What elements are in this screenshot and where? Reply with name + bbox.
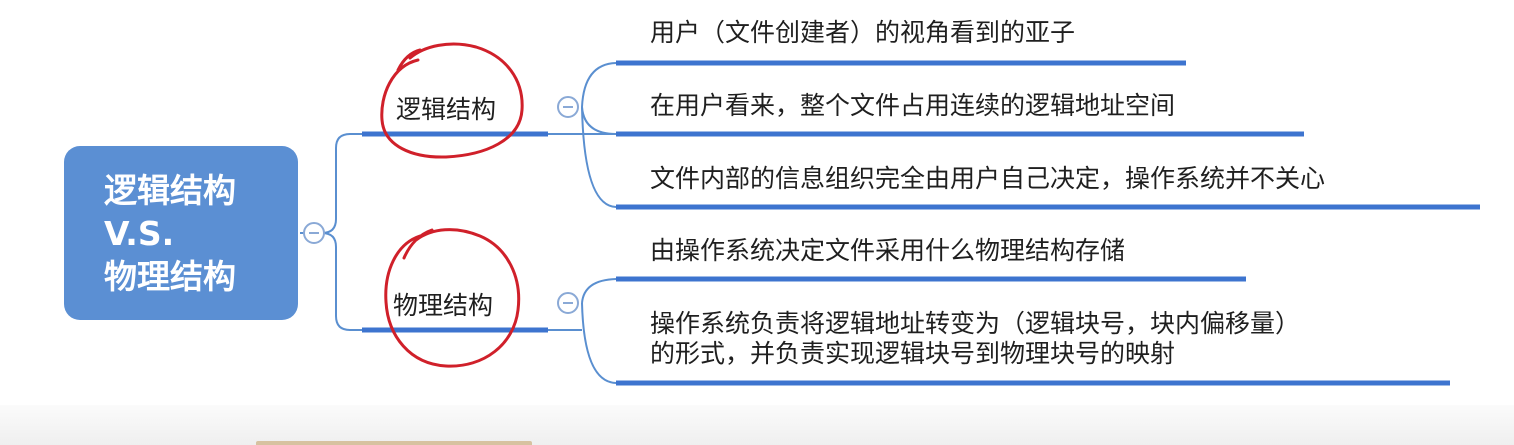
annotation-circle-physical [384,228,521,368]
leaf-3-text[interactable]: 文件内部的信息组织完全由用户自己决定，操作系统并不关心 [650,164,1326,193]
leaf-1-text[interactable]: 用户（文件创建者）的视角看到的亚子 [650,18,1076,47]
root-node[interactable]: 逻辑结构 V.S. 物理结构 [64,146,298,320]
root-title-line-3: 物理结构 [104,256,236,296]
leaf-2-text[interactable]: 在用户看来，整个文件占用连续的逻辑地址空间 [650,91,1176,120]
connector-branch-1-leaf-3 [581,106,617,208]
leaf-5-text-line-1[interactable]: 操作系统负责将逻辑地址转变为（逻辑块号，块内偏移量） [650,309,1301,338]
branch-1-collapse-toggle[interactable] [557,96,579,118]
branch-2-collapse-toggle[interactable] [557,292,579,314]
bottom-background-strip [0,405,1514,445]
branch-2-label[interactable]: 物理结构 [393,291,494,320]
video-thumbnail-edge [256,441,532,445]
connector-branch-2-leaf-1 [581,278,617,304]
connector-branch-2-leaf-2 [581,302,617,384]
leaf-5-text-line-2[interactable]: 的形式，并负责实现逻辑块号到物理块号的映射 [650,339,1176,368]
root-title-line-1: 逻辑结构 [104,170,236,210]
connector-branch-1-leaf-1 [581,62,617,108]
connector-root-branch-1 [300,133,364,234]
leaf-4-text[interactable]: 由操作系统决定文件采用什么物理结构存储 [650,236,1126,265]
annotation-circle-logical [380,42,524,159]
branch-1-label[interactable]: 逻辑结构 [396,95,497,124]
root-title-line-2: V.S. [104,213,175,253]
root-collapse-toggle[interactable] [303,222,325,244]
connector-root-branch-2 [321,232,364,331]
